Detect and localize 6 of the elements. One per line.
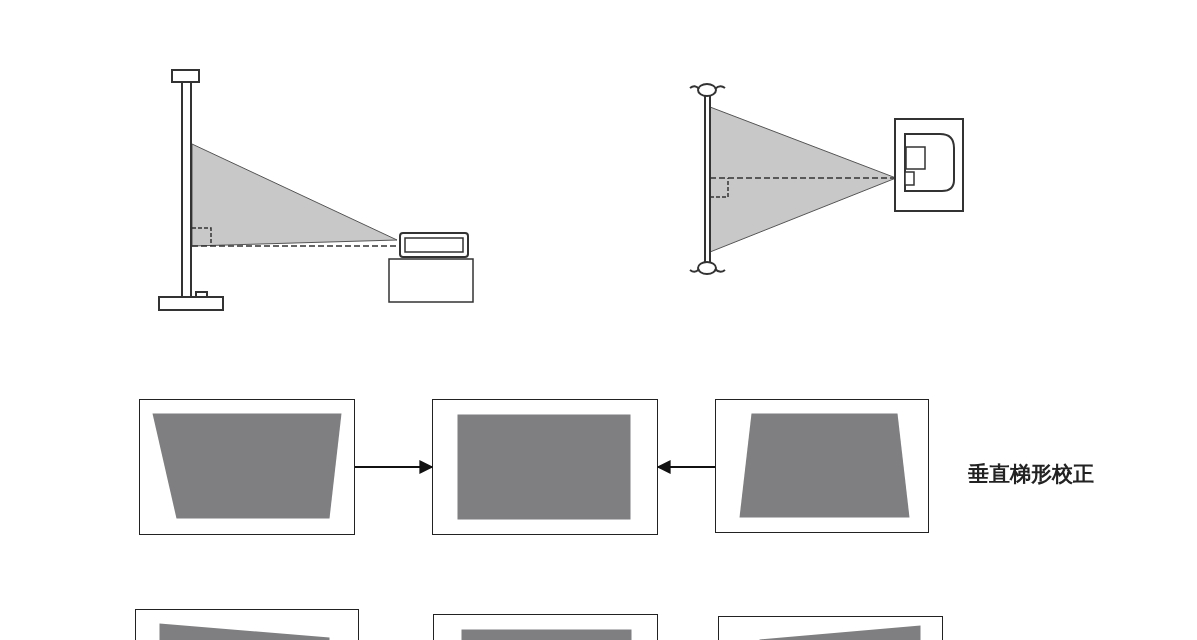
- screen-frame: [139, 399, 355, 535]
- arrow: [656, 460, 716, 474]
- arrow: [354, 460, 434, 474]
- screen-frame: [715, 399, 929, 533]
- screen-frame: [432, 399, 658, 535]
- caption-text: 垂直梯形校正: [968, 461, 1094, 488]
